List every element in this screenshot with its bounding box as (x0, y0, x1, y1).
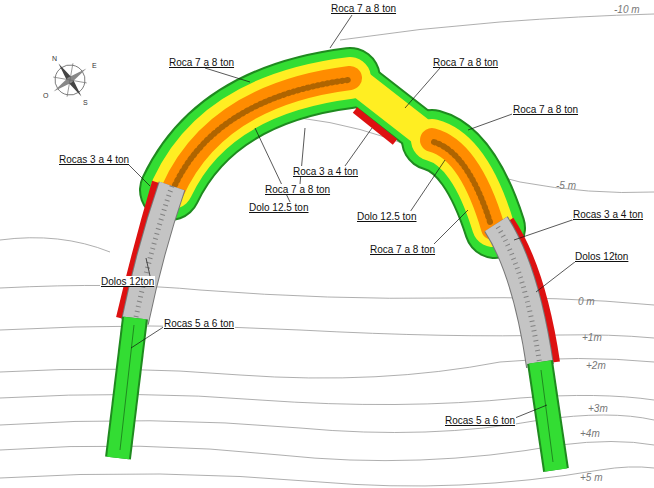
callout-label: Dolo 12.5 ton (248, 202, 310, 213)
callout-label: Roca 7 a 8 ton (330, 3, 397, 14)
depth-label: +1m (582, 332, 602, 343)
contour-lines (0, 14, 654, 486)
compass-letter: S (83, 99, 88, 107)
compass-letter: O (43, 92, 48, 100)
dolos-trunk (120, 182, 556, 366)
callout-label: Roca 7 a 8 ton (512, 104, 579, 115)
callout-label: Dolos 12ton (100, 276, 155, 287)
depth-label: -5 m (556, 180, 576, 191)
callout-label: Rocas 3 a 4 ton (58, 154, 130, 165)
depth-label: -10 m (614, 4, 640, 15)
callout-label: Dolos 12ton (574, 251, 629, 262)
dolos-layer (172, 78, 493, 228)
depth-label: +4m (580, 428, 600, 439)
depth-label: +2m (586, 360, 606, 371)
callout-label: Rocas 3 a 4 ton (572, 209, 644, 220)
leader-lines (128, 15, 580, 420)
callout-label: Rocas 5 a 6 ton (444, 415, 516, 426)
depth-label: 0 m (578, 296, 595, 307)
depth-label: +3m (588, 403, 608, 414)
compass-letter: E (92, 62, 97, 70)
callout-label: Roca 7 a 8 ton (432, 57, 499, 68)
callout-label: Dolo 12.5 ton (356, 211, 418, 222)
rock-armour-outer (170, 78, 495, 228)
compass-letter: N (52, 55, 57, 63)
callout-label: Roca 3 a 4 ton (292, 166, 359, 177)
callout-label: Rocas 5 a 6 ton (163, 318, 235, 329)
callout-label: Roca 7 a 8 ton (168, 57, 235, 68)
compass-rose (42, 52, 98, 108)
callout-label: Roca 7 a 8 ton (264, 184, 331, 195)
depth-label: +5 m (580, 472, 603, 483)
rock-toe (118, 318, 556, 470)
callout-label: Roca 7 a 8 ton (369, 244, 436, 255)
